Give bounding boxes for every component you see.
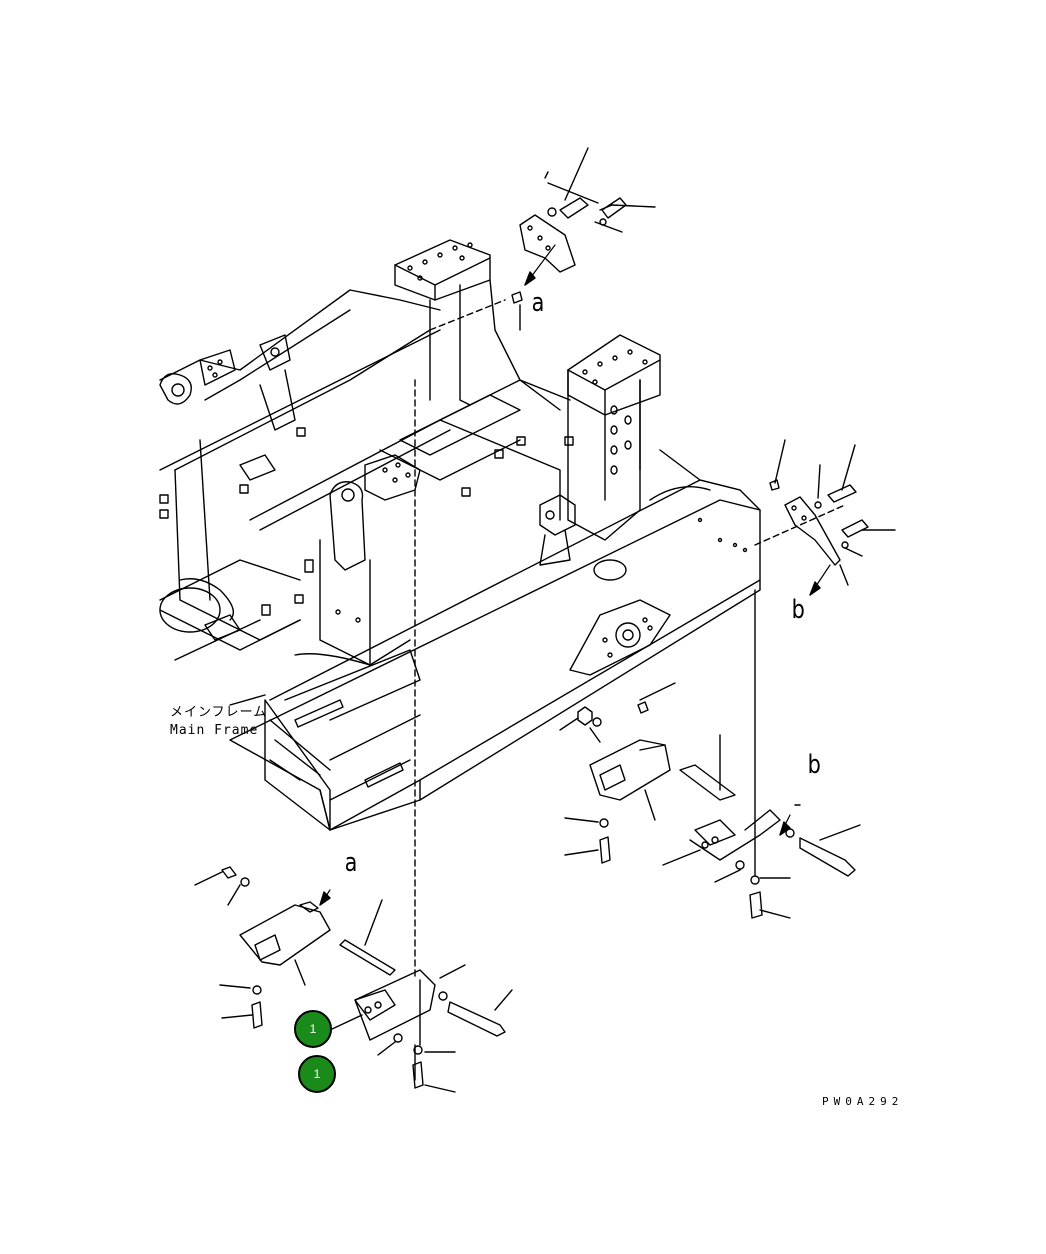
main-frame-label-en: Main Frame (170, 723, 259, 738)
view-letter-b-lower: b (807, 750, 821, 780)
main-frame-label: メインフレーム Main Frame (170, 704, 267, 740)
view-letter-a-top: a (531, 288, 545, 318)
right-bracket-b (769, 439, 896, 596)
main-frame-label-jp: メインフレーム (170, 705, 268, 720)
top-bracket-a (511, 147, 656, 331)
view-letter-a-bottom: a (344, 848, 358, 878)
view-letter-b-right: b (791, 595, 805, 625)
alignment-dashed-lines (414, 299, 846, 981)
drawing-code: PW0A292 (822, 1095, 904, 1108)
middle-right-mount (559, 682, 861, 919)
part-callout-1-upper[interactable]: 1 (294, 1010, 332, 1048)
alignment-solid-lines (414, 589, 756, 1081)
main-frame-drawing (159, 239, 761, 831)
leader-lines (229, 694, 363, 1031)
part-callout-1-lower[interactable]: 1 (298, 1055, 336, 1093)
bottom-left-mount (194, 866, 513, 1093)
